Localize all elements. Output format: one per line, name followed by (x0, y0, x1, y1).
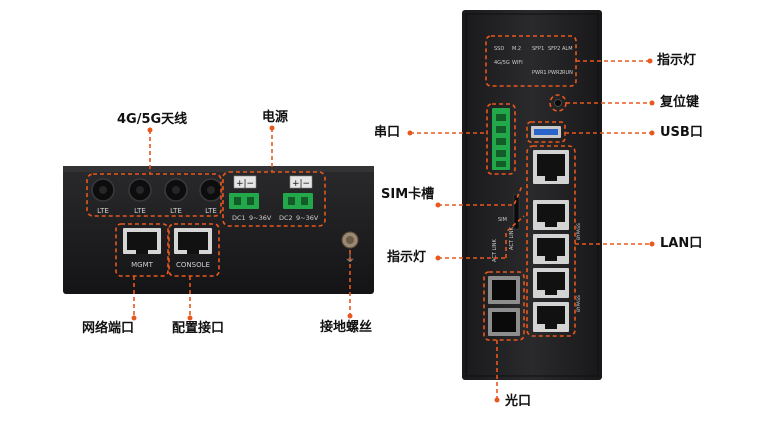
sim-label: SIM (498, 217, 507, 223)
antenna-connector-4: LTE (199, 178, 223, 215)
sim-slot[interactable]: SIM (498, 194, 520, 230)
bypass-label-1: BYPASS (576, 223, 582, 240)
usb-port[interactable] (531, 126, 561, 138)
lan-port-2[interactable] (533, 200, 569, 230)
label-config-port: 配置接口 (172, 321, 225, 336)
antenna-connector-2: LTE (128, 178, 152, 215)
label-reset-key: 复位键 (660, 95, 700, 110)
callout-box-serial (486, 103, 516, 175)
callout-box-lan (526, 145, 576, 337)
side-device: SSD M.2 4G/5G WIFI SFP1 SFP2 ALM PWR1 PW… (462, 10, 602, 380)
act-link-label-2: ACT LINK (509, 227, 515, 250)
antenna-label-1: LTE (97, 207, 109, 215)
antenna-label-2: LTE (134, 207, 146, 215)
lan-port-4[interactable] (533, 268, 569, 298)
antenna-group: LTE LTE LTE LTE (91, 178, 223, 215)
callout-box-fiber (483, 271, 525, 341)
callout-dots (131, 58, 655, 403)
antenna-connector-1: LTE (91, 178, 115, 215)
led-alm: ALM (562, 46, 573, 52)
callout-box-power (222, 171, 326, 227)
serial-terminal[interactable] (492, 108, 510, 170)
dc2-range: 9~36V (296, 214, 319, 222)
led-4g5g: 4G/5G (494, 60, 510, 66)
label-usb: USB口 (660, 125, 703, 140)
label-fiber: 光口 (505, 394, 532, 409)
console-port[interactable]: CONSOLE (174, 228, 212, 269)
console-label: CONSOLE (176, 261, 210, 269)
label-indicator-top: 指示灯 (657, 53, 697, 68)
led-wifi: WIFI (512, 60, 523, 66)
sfp-ports (488, 276, 520, 336)
power-terminal-group: +|− DC1 9~36V +|− DC2 9~36V (229, 175, 319, 222)
label-network-port: 网络端口 (82, 321, 135, 336)
label-serial: 串口 (374, 125, 401, 140)
led-run: RUN (562, 70, 573, 76)
callout-line-indicator-left-2 (505, 215, 525, 258)
label-antenna: 4G/5G天线 (117, 112, 188, 127)
antenna-connector-3: LTE (164, 178, 188, 215)
lan-ports: BYPASS BYPASS (533, 150, 582, 332)
power-terminal-dc2: +|− DC2 9~36V (279, 175, 319, 222)
callout-box-usb (526, 121, 566, 143)
callout-box-antenna (86, 173, 222, 217)
dc1-label: DC1 (232, 214, 246, 222)
mgmt-port[interactable]: MGMT (123, 228, 161, 269)
led-ssd: SSD (494, 46, 504, 52)
lan-port-5[interactable] (533, 302, 569, 332)
led-sfp2: SFP2 (548, 46, 560, 52)
label-power: 电源 (262, 110, 289, 125)
reset-button[interactable] (554, 99, 562, 107)
led-pwr1: PWR1 (532, 70, 547, 76)
side-device-body (462, 10, 602, 380)
led-m2: M.2 (512, 46, 521, 52)
sfp-port-1[interactable] (488, 276, 520, 304)
front-device: LTE LTE LTE LTE +|− (63, 166, 374, 294)
antenna-label-3: LTE (170, 207, 182, 215)
power-terminal-dc1: +|− DC1 9~36V (229, 175, 272, 222)
label-lan: LAN口 (660, 236, 703, 251)
dc2-label: DC2 (279, 214, 293, 222)
sfp-port-2[interactable] (488, 308, 520, 336)
label-indicator-left: 指示灯 (387, 250, 427, 265)
mgmt-label: MGMT (131, 261, 154, 269)
led-sfp1: SFP1 (532, 46, 544, 52)
lan-port-1[interactable] (533, 150, 569, 184)
callouts (86, 35, 652, 400)
dc2-polarity: +|− (292, 179, 310, 189)
lan-port-3[interactable] (533, 234, 569, 264)
dc1-polarity: +|− (236, 179, 254, 189)
label-sim-slot: SIM卡槽 (381, 187, 435, 202)
bypass-label-2: BYPASS (576, 295, 582, 312)
act-link-label-1: ACT LINK (492, 239, 498, 262)
label-ground-screw: 接地螺丝 (320, 320, 373, 335)
led-panel: SSD M.2 4G/5G WIFI SFP1 SFP2 ALM PWR1 PW… (494, 46, 573, 76)
front-device-top-edge (63, 166, 374, 172)
antenna-label-4: LTE (205, 207, 217, 215)
dc1-range: 9~36V (249, 214, 272, 222)
callout-box-mgmt (115, 223, 169, 277)
led-pwr2: PWR2 (548, 70, 563, 76)
